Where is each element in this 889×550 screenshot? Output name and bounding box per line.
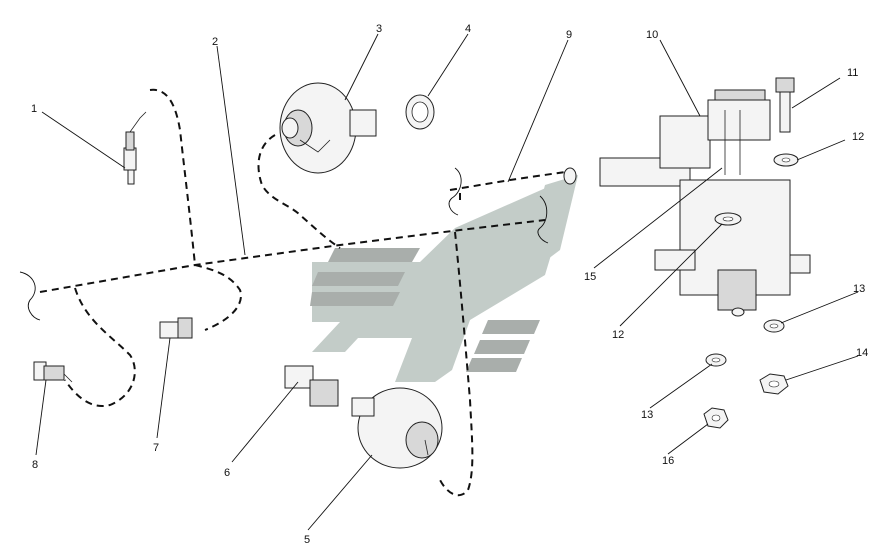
callout-12-top: 12 [852,131,864,143]
callout-1: 1 [31,103,37,115]
callout-4: 4 [465,23,471,35]
callout-6: 6 [224,467,230,479]
callout-14: 14 [856,347,868,359]
part-5-pressure-sensor [351,387,443,469]
part-6-adapter [284,365,339,407]
callout-8: 8 [32,459,38,471]
callout-10: 10 [646,29,658,41]
part-12-washer-top [773,153,799,167]
part-16-nut [703,407,729,429]
callout-2: 2 [212,36,218,48]
part-11-bolt [775,77,795,133]
callout-3: 3 [376,23,382,35]
part-14-nut [759,373,789,395]
callout-13-left: 13 [641,409,653,421]
callout-16: 16 [662,455,674,467]
callout-15: 15 [584,271,596,283]
part-13-washer-left [705,353,727,367]
part-13-washer-right [763,319,785,333]
wiring-harness [19,88,566,497]
callout-labels: 1 2 3 4 5 6 7 8 9 10 11 12 12 13 13 14 1… [31,23,868,546]
callout-11: 11 [847,67,858,79]
part-3-pressure-sensor [279,82,377,174]
callout-5: 5 [304,534,310,546]
watermark-logo [310,175,578,382]
callout-12-bottom: 12 [612,329,624,341]
callout-9: 9 [566,29,572,41]
part-10-solenoid-valve [563,89,811,317]
callout-7: 7 [153,442,159,454]
callout-13-right: 13 [853,283,865,295]
part-1-sensor [123,111,147,185]
part-4-washer [405,94,435,130]
part-8-sensor [33,361,73,383]
leader-lines [35,33,859,531]
part-12-washer-bottom [714,212,742,226]
part-7-sensor [159,317,193,339]
